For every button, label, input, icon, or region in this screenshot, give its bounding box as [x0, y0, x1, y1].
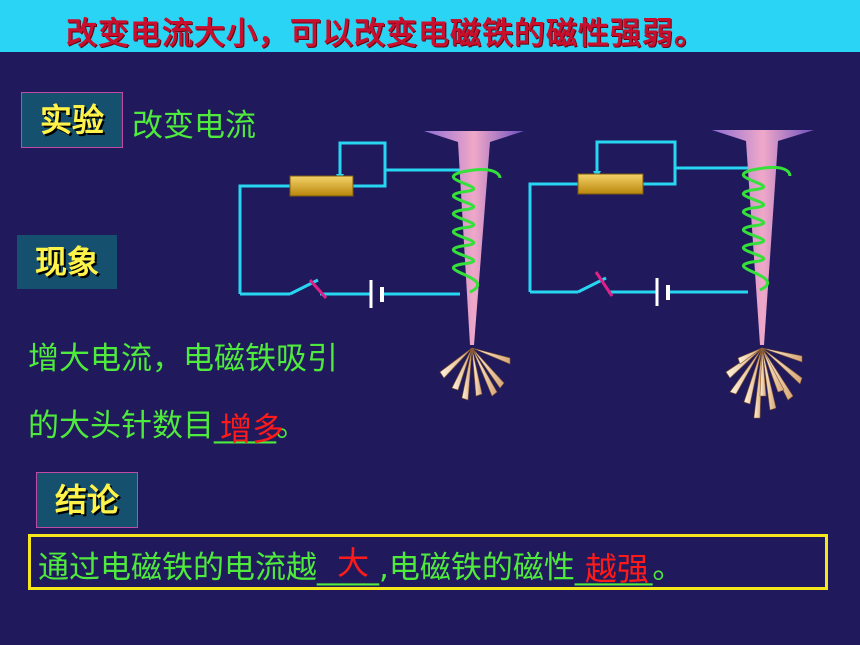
conclusion-blank2: _____越强 [574, 550, 653, 588]
left-wires [238, 141, 460, 296]
conclusion-box [28, 534, 828, 590]
phenomenon-line1: 增大电流，电磁铁吸引 [28, 341, 338, 377]
right-circuit [528, 130, 814, 419]
conclusion-blank1: ____大 [317, 544, 379, 586]
left-rheostat [289, 175, 354, 197]
conclusion-answer2: 越强 [584, 550, 649, 588]
conclusion-answer1: 大 [337, 544, 370, 582]
left-coil [452, 168, 502, 294]
conclusion-tag: 结论 [36, 472, 138, 528]
phenomenon-answer: 增多 [220, 410, 285, 448]
page-title: 改变电流大小，可以改变电磁铁的磁性强弱。 [66, 16, 706, 52]
experiment-text: 改变电流 [132, 108, 256, 144]
left-battery [369, 280, 384, 308]
phenomenon-blank-line: ____ [214, 408, 276, 444]
right-coil [742, 165, 792, 292]
conclusion-blank1-line: ____ [317, 550, 379, 586]
phenomenon-tag: 现象 [17, 235, 117, 289]
phenomenon-line2-prefix: 的大头针数目 [28, 408, 214, 444]
left-circuit [238, 131, 524, 401]
conclusion-text: 通过电磁铁的电流越____大,电磁铁的磁性_____越强。 [38, 542, 684, 588]
conclusion-part1: 通过电磁铁的电流越 [38, 550, 317, 586]
right-iron-core [712, 130, 814, 345]
conclusion-tag-label: 结论 [54, 481, 119, 519]
phenomenon-line2-suffix: 。 [276, 408, 307, 444]
experiment-tag: 实验 [21, 92, 123, 148]
left-switch-arrow [308, 279, 328, 299]
right-switch-arrow [594, 271, 614, 297]
experiment-tag-label: 实验 [39, 101, 104, 139]
conclusion-part3: 。 [652, 550, 684, 586]
left-pins [439, 347, 511, 401]
phenomenon-tag-label: 现象 [34, 243, 99, 281]
phenomenon-line2: 的大头针数目____增多。 [28, 400, 307, 448]
left-iron-core [424, 131, 524, 345]
right-rheostat [577, 173, 644, 195]
phenomenon-blank: ____增多 [214, 408, 284, 448]
right-pins [725, 347, 803, 419]
title-banner: 改变电流大小，可以改变电磁铁的磁性强弱。 [0, 0, 860, 52]
right-wires [528, 140, 748, 294]
conclusion-part2: ,电磁铁的磁性 [379, 550, 575, 586]
conclusion-blank2-line: _____ [574, 550, 653, 586]
right-battery [655, 278, 670, 306]
